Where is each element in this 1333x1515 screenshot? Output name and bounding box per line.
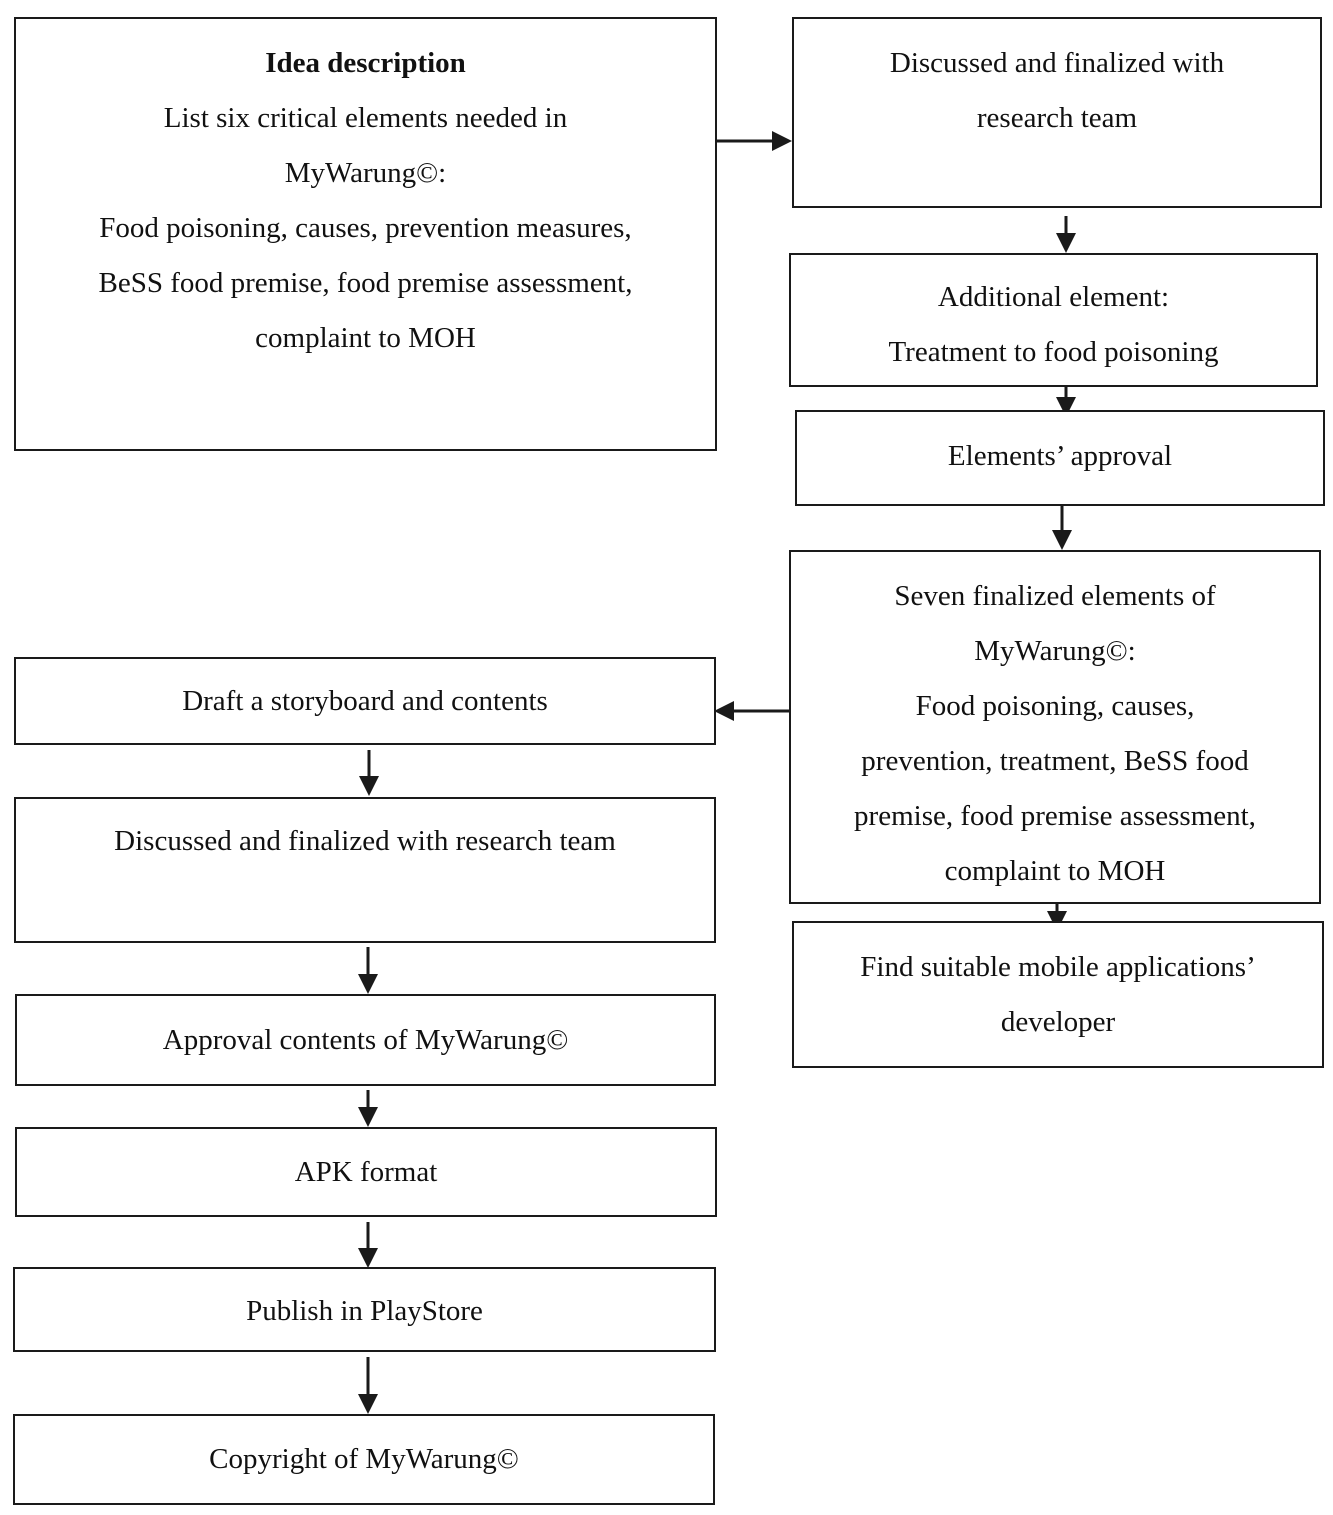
arrow-seven-to-draft — [714, 701, 792, 721]
arrow-discussed-to-additional — [1056, 216, 1076, 253]
copyright-line: Copyright of MyWarung© — [209, 1443, 519, 1475]
seven-finalized-line: complaint to MOH — [944, 855, 1166, 887]
apk-format-box: APK format — [15, 1127, 717, 1217]
publish-playstore-line: Publish in PlayStore — [246, 1295, 483, 1327]
discussed-finalized-left-box: Discussed and finalized with research te… — [14, 797, 716, 943]
discussed-finalized-left-line: Discussed and finalized with research te… — [114, 825, 616, 857]
seven-finalized-line: premise, food premise assessment, — [854, 800, 1256, 832]
seven-finalized-line: Food poisoning, causes, — [915, 690, 1195, 722]
arrow-draft-to-discussed — [359, 750, 379, 796]
find-developer-line: developer — [1000, 1006, 1116, 1038]
find-developer-box: Find suitable mobile applications’ devel… — [792, 921, 1324, 1068]
publish-playstore-box: Publish in PlayStore — [13, 1267, 716, 1352]
discussed-finalized-box: Discussed and finalized with research te… — [792, 17, 1322, 208]
draft-storyboard-line: Draft a storyboard and contents — [182, 685, 548, 717]
arrow-idea-to-discussed — [716, 131, 792, 151]
idea-description-line: Food poisoning, causes, prevention measu… — [99, 212, 632, 244]
seven-finalized-elements-box: Seven finalized elements of MyWarung©: F… — [789, 550, 1321, 904]
idea-description-line: List six critical elements needed in — [163, 102, 568, 134]
elements-approval-line: Elements’ approval — [947, 440, 1173, 472]
seven-finalized-line: MyWarung©: — [974, 635, 1136, 667]
idea-description-box: Idea description List six critical eleme… — [14, 17, 717, 451]
additional-element-box: Additional element: Treatment to food po… — [789, 253, 1318, 387]
arrow-publish-to-copyright — [358, 1357, 378, 1414]
apk-format-line: APK format — [294, 1156, 438, 1188]
approval-contents-box: Approval contents of MyWarung© — [15, 994, 716, 1086]
elements-approval-box: Elements’ approval — [795, 410, 1325, 506]
discussed-finalized-line: Discussed and finalized with — [889, 47, 1225, 79]
arrow-apk-to-publish — [358, 1222, 378, 1268]
approval-contents-line: Approval contents of MyWarung© — [162, 1024, 569, 1056]
idea-description-line: complaint to MOH — [255, 322, 476, 354]
draft-storyboard-box: Draft a storyboard and contents — [14, 657, 716, 745]
arrow-approval-to-seven — [1052, 506, 1072, 550]
discussed-finalized-line: research team — [976, 102, 1138, 134]
additional-element-line: Treatment to food poisoning — [888, 336, 1219, 368]
find-developer-line: Find suitable mobile applications’ — [860, 951, 1256, 983]
idea-description-line: BeSS food premise, food premise assessme… — [98, 267, 633, 299]
arrow-discussed-to-approval-contents — [358, 947, 378, 994]
seven-finalized-line: prevention, treatment, BeSS food — [861, 745, 1249, 777]
additional-element-line: Additional element: — [937, 281, 1170, 313]
arrow-approval-contents-to-apk — [358, 1090, 378, 1127]
idea-description-line: MyWarung©: — [284, 157, 447, 189]
copyright-box: Copyright of MyWarung© — [13, 1414, 715, 1505]
seven-finalized-line: Seven finalized elements of — [894, 580, 1216, 612]
idea-description-title: Idea description — [265, 47, 466, 79]
